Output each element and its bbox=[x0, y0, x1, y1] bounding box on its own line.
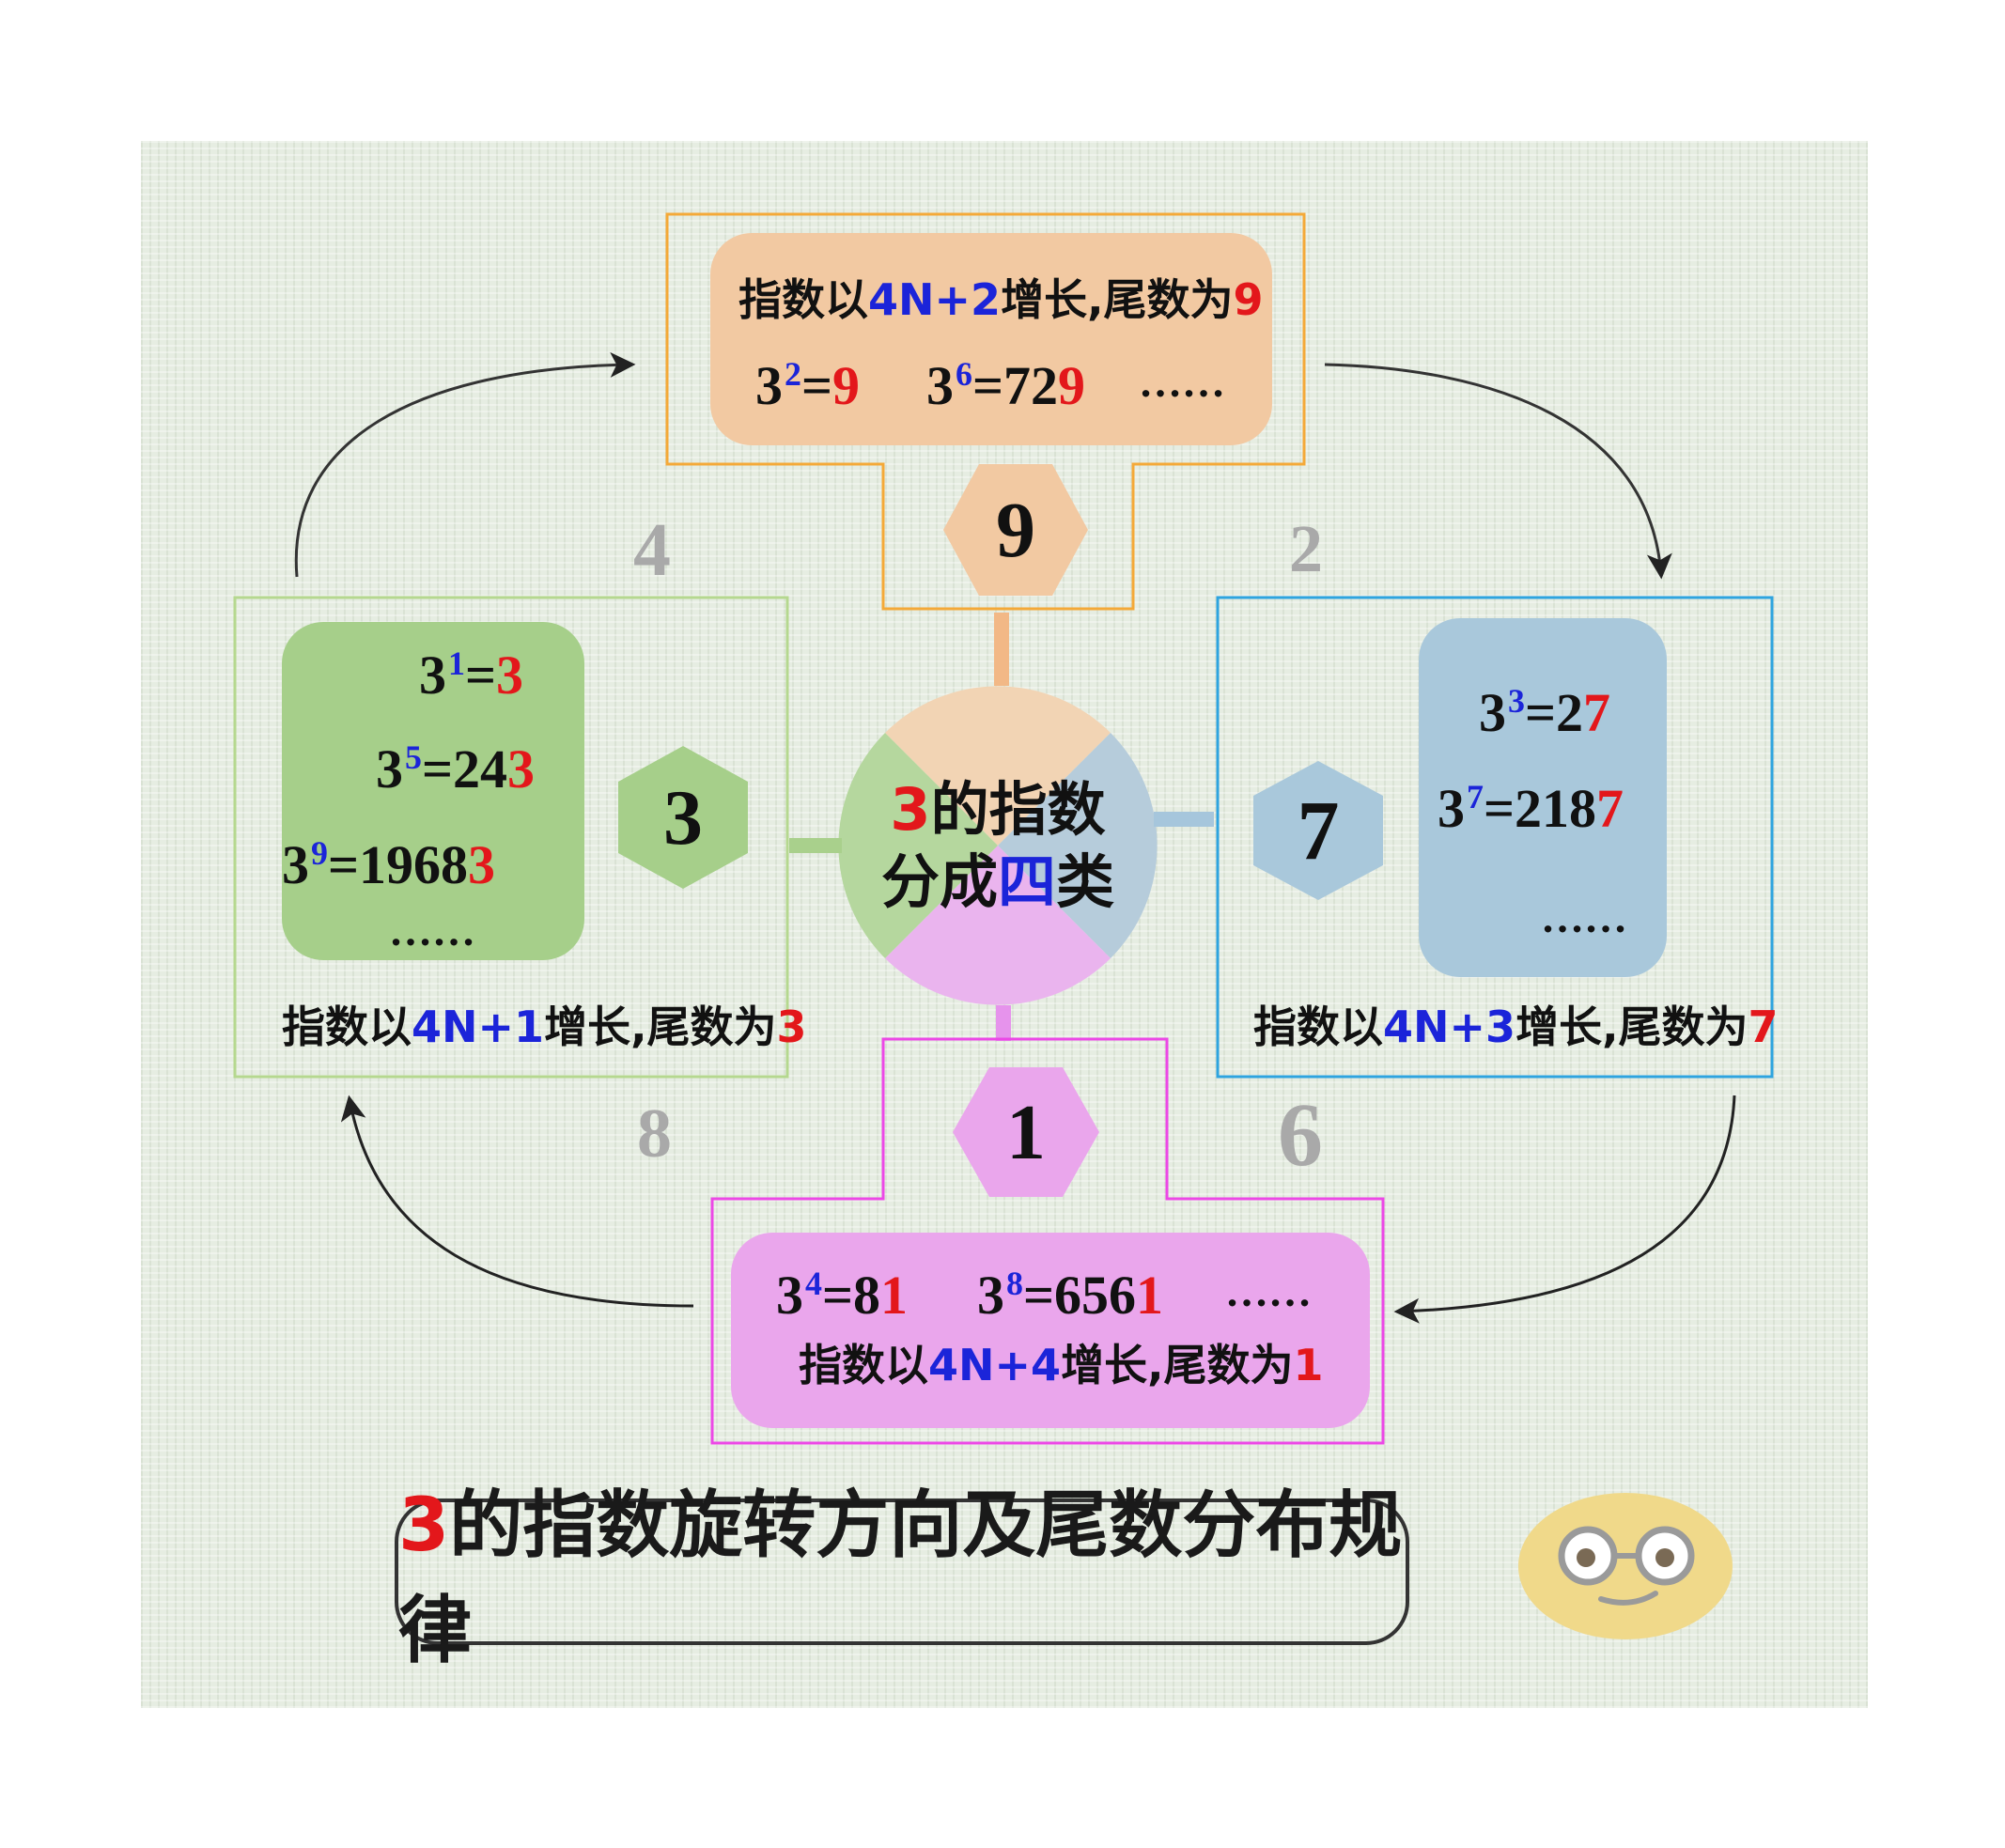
group-3-example-1: 31=3 bbox=[419, 644, 524, 706]
group-9-rule: 指数以4N+2增长,尾数为9 bbox=[738, 274, 1264, 325]
frame-bottom bbox=[710, 1037, 1385, 1445]
cycle-arrow-icon bbox=[1393, 1095, 1736, 1324]
group-1-rule: 指数以4N+4增长,尾数为1 bbox=[799, 1340, 1324, 1390]
step-number-6: 6 bbox=[1278, 1084, 1323, 1185]
hex-9: 9 bbox=[943, 464, 1088, 596]
group-9-example-2: 36=729 bbox=[926, 355, 1086, 416]
group-3-rule: 指数以4N+1增长,尾数为3 bbox=[282, 1002, 807, 1052]
center-pie bbox=[838, 686, 1158, 1005]
cycle-arrow-icon bbox=[294, 351, 636, 578]
cycle-arrow-icon bbox=[1324, 363, 1672, 580]
group-1-example-1: 34=81 bbox=[776, 1265, 909, 1326]
group-9-box bbox=[710, 233, 1272, 445]
group-9-more: …… bbox=[1139, 358, 1225, 406]
group-3-box bbox=[282, 622, 584, 960]
step-number-8: 8 bbox=[637, 1095, 672, 1172]
frame-left bbox=[233, 596, 789, 1079]
group-7-rule: 指数以4N+3增长,尾数为7 bbox=[1253, 1002, 1779, 1052]
step-number-2: 2 bbox=[1289, 511, 1323, 586]
group-7-box bbox=[1419, 618, 1667, 977]
nerd-face-icon bbox=[1518, 1493, 1733, 1639]
title-box: 3的指数旋转方向及尾数分布规律 bbox=[395, 1483, 1409, 1673]
group-9-example-1: 32=9 bbox=[755, 355, 861, 416]
group-7-more: …… bbox=[1541, 893, 1627, 941]
group-1-example-2: 38=6561 bbox=[977, 1265, 1164, 1326]
hex-1: 1 bbox=[953, 1067, 1099, 1197]
frame-right bbox=[1216, 596, 1774, 1079]
cycle-arrow-icon bbox=[340, 1095, 694, 1308]
group-1-more: …… bbox=[1225, 1267, 1312, 1315]
group-3-example-3: 39=19683 bbox=[282, 834, 496, 895]
step-number-4: 4 bbox=[633, 509, 671, 592]
center-label: 3的指数 分成四类 bbox=[880, 774, 1115, 917]
group-7-example-2: 37=2187 bbox=[1438, 778, 1624, 839]
hex-3: 3 bbox=[618, 746, 748, 889]
group-7-example-1: 33=27 bbox=[1479, 682, 1611, 743]
frame-top bbox=[665, 212, 1306, 611]
group-1-box bbox=[731, 1233, 1370, 1428]
group-3-example-2: 35=243 bbox=[376, 738, 536, 800]
group-3-more: …… bbox=[389, 907, 475, 955]
hex-7: 7 bbox=[1253, 761, 1383, 900]
page-title: 3的指数旋转方向及尾数分布规律 bbox=[398, 1483, 1403, 1673]
